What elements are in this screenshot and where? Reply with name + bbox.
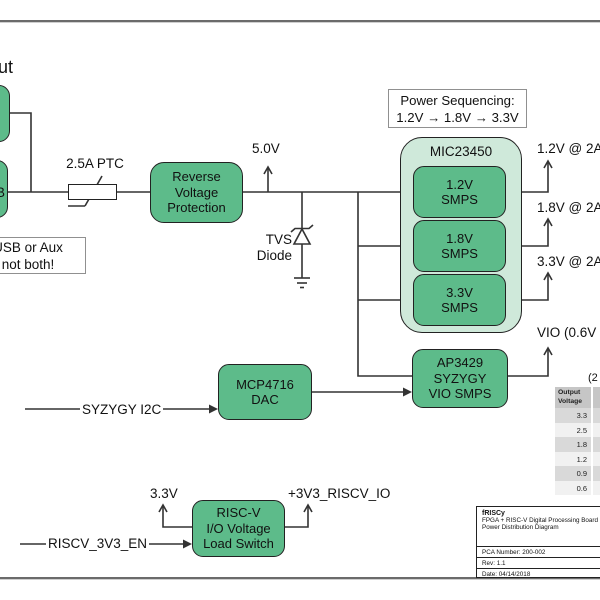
arrowheads xyxy=(183,387,412,549)
table-cell-voltage: 1.2 xyxy=(555,451,591,466)
title-block: fRISCy FPGA + RISC-V Digital Processing … xyxy=(476,506,600,578)
power-sequencing-note: Power Sequencing: 1.2V → 1.8V → 3.3V xyxy=(388,89,527,128)
ptc-fuse-label: 2.5A PTC xyxy=(66,156,124,171)
table-row: 1.8 xyxy=(555,437,600,452)
ap3429-line3: VIO SMPS xyxy=(428,386,492,402)
input-label-fragment: ut xyxy=(0,57,14,77)
sheet-bottom-border xyxy=(0,577,600,579)
table-header-output-voltage: Output Voltage xyxy=(555,387,591,408)
reverse-voltage-protection-block: Reverse Voltage Protection xyxy=(150,162,243,223)
table-cell-voltage: 3.3 xyxy=(555,408,591,423)
smps-1v8-type: SMPS xyxy=(441,246,478,261)
dac-line2: DAC xyxy=(251,392,279,407)
tvs-line2: Diode xyxy=(256,248,292,263)
table-row: 0.9 xyxy=(555,466,600,481)
table-cell-second xyxy=(593,466,600,481)
load-switch-line3: Load Switch xyxy=(203,536,274,552)
title-block-main: fRISCy FPGA + RISC-V Digital Processing … xyxy=(477,507,600,547)
smps-3v3-block: 3.3V SMPS xyxy=(413,274,506,326)
pca-number: PCA Number: 200-002 xyxy=(477,547,600,558)
table-cell-voltage: 2.5 xyxy=(555,422,591,437)
tvs-diode-label: TVS Diode xyxy=(230,232,292,264)
usb-input-block xyxy=(0,85,10,142)
smps-3v3-voltage: 3.3V xyxy=(446,284,473,300)
date: Date: 04/14/2018 xyxy=(482,571,531,578)
rail-voltage-label: 5.0V xyxy=(252,141,280,156)
rvp-line1: Reverse xyxy=(172,169,221,185)
output-vio-label: VIO (0.6V xyxy=(537,325,597,340)
note-line2: not both! xyxy=(1,256,55,272)
project-subtitle2: Power Distribution Diagram xyxy=(482,524,559,531)
table-cell-voltage: 0.9 xyxy=(555,466,591,481)
note-line1: USB or Aux xyxy=(0,239,63,255)
sequencing-line1: Power Sequencing: xyxy=(400,92,515,108)
output-1v8-label: 1.8V @ 2A xyxy=(537,200,600,215)
table-row: 3.3 xyxy=(555,408,600,423)
tvs-diode-symbol xyxy=(290,224,314,245)
syzygy-i2c-label: SYZYGY I2C xyxy=(80,402,164,417)
smps-1v8-voltage: 1.8V xyxy=(446,230,473,246)
table-row: 0.6 xyxy=(555,480,600,495)
riscv-load-switch-block: RISC-V I/O Voltage Load Switch xyxy=(192,500,285,557)
mic23450-title: MIC23450 xyxy=(429,144,493,159)
table-cell-second xyxy=(593,422,600,437)
output-3v3-label: 3.3V @ 2A xyxy=(537,254,600,269)
table-cell-voltage: 1.8 xyxy=(555,437,591,452)
smps-1v2-block: 1.2V SMPS xyxy=(413,166,506,218)
dac-line1: MCP4716 xyxy=(236,376,294,392)
table-cell-second xyxy=(593,408,600,423)
table-cell-voltage: 0.6 xyxy=(555,480,591,495)
ap3429-block: AP3429 SYZYGY VIO SMPS xyxy=(412,349,508,408)
load-switch-3v3-label: 3.3V xyxy=(150,486,178,501)
sequencing-line2: 1.2V → 1.8V → 3.3V xyxy=(396,109,519,125)
table-note-fragment: (2 xyxy=(588,372,598,384)
table-cell-second xyxy=(593,480,600,495)
sheet-top-border xyxy=(0,20,600,22)
rvp-line2: Voltage xyxy=(174,184,219,200)
rvp-line3: Protection xyxy=(167,200,226,216)
smps-3v3-type: SMPS xyxy=(441,300,478,315)
ptc-fuse-symbol xyxy=(68,184,117,200)
ap3429-line1: AP3429 xyxy=(436,355,484,371)
table-row: 2.5 xyxy=(555,422,600,437)
mcp4716-dac-block: MCP4716 DAC xyxy=(218,364,312,420)
smps-1v2-voltage: 1.2V xyxy=(446,176,473,192)
riscv-io-output-label: +3V3_RISCV_IO xyxy=(288,486,391,501)
load-switch-line2: I/O Voltage xyxy=(206,520,271,536)
smps-1v8-block: 1.8V SMPS xyxy=(413,220,506,272)
tvs-line1: TVS xyxy=(265,232,292,247)
aux-block-label-fragment: B xyxy=(0,185,6,200)
usb-aux-note: USB or Aux not both! xyxy=(0,237,86,274)
riscv-3v3-en-label: RISCV_3V3_EN xyxy=(46,536,150,551)
project-subtitle1: FPGA + RISC-V Digital Processing Board xyxy=(482,517,599,524)
smps-1v2-type: SMPS xyxy=(441,192,478,207)
output-1v2-label: 1.2V @ 2A xyxy=(537,141,600,156)
table-header-second-column xyxy=(593,387,600,408)
table-cell-second xyxy=(593,451,600,466)
table-header-row: Output Voltage xyxy=(555,387,600,408)
project-title: fRISCy xyxy=(482,510,505,517)
load-switch-line1: RISC-V xyxy=(216,505,261,521)
table-row: 1.2 xyxy=(555,451,600,466)
ap3429-line2: SYZYGY xyxy=(433,370,487,386)
table-cell-second xyxy=(593,437,600,452)
revision: Rev: 1.1 xyxy=(477,558,600,569)
